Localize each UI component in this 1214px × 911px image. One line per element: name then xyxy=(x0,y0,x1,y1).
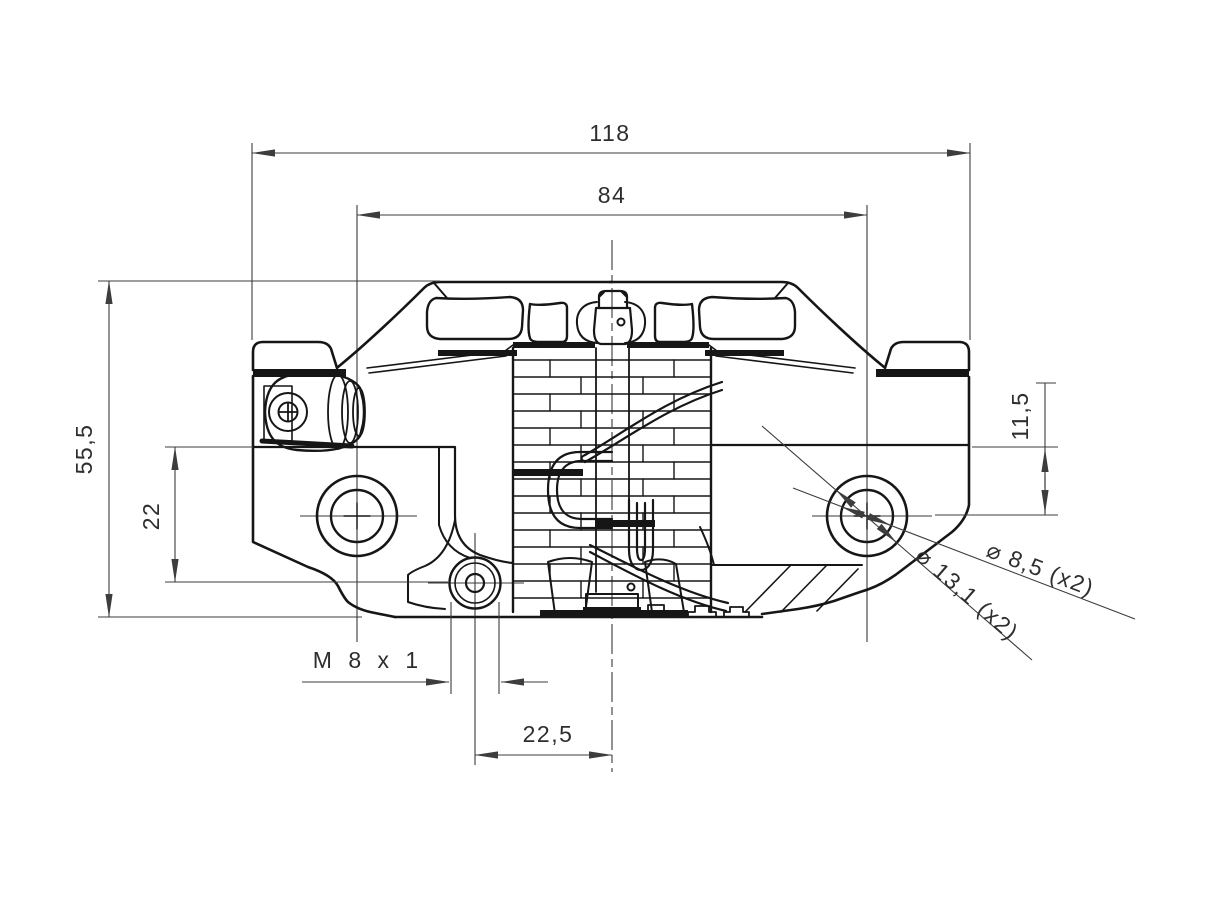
bleed-screw xyxy=(259,371,366,453)
bottom-castellations xyxy=(555,604,750,618)
piston-pillow xyxy=(425,295,525,341)
pin-channel xyxy=(595,347,630,593)
pad-abutment-band xyxy=(513,342,595,348)
pad-channel-walls xyxy=(511,346,713,614)
bleed-hole xyxy=(448,556,502,610)
inner-pad-top xyxy=(527,301,569,344)
dim-m8-thread: M 8 x 1 xyxy=(302,602,548,694)
bolt-flank-tab xyxy=(575,301,598,344)
pad-lower-tab-right xyxy=(644,558,685,613)
pad-spring xyxy=(546,380,730,613)
pad-lower-tab-left xyxy=(547,557,593,615)
dim-118: 118 xyxy=(251,120,971,340)
dim-84: 84 xyxy=(356,182,868,219)
pad-pin-bolt xyxy=(592,289,634,346)
lower-body xyxy=(251,374,971,619)
dim-text-center-offset: 22,5 xyxy=(523,721,574,747)
dim-22-5: 22,5 xyxy=(474,721,613,759)
left-pocket-step xyxy=(407,446,471,610)
dim-text-inner-dia: ⌀ 8,5 (x2) xyxy=(983,536,1098,601)
mount-ear-block xyxy=(251,340,339,372)
caliper-upper-half-mirror xyxy=(608,280,971,379)
dim-text-overall-width: 118 xyxy=(589,120,630,146)
dim-22: 22 xyxy=(138,446,448,583)
dim-11-5: 11,5 xyxy=(935,382,1058,516)
dim-text-hole-spacing: 84 xyxy=(598,182,627,208)
dim-text-overall-height: 55,5 xyxy=(71,424,97,475)
left-lower-outline xyxy=(251,374,397,619)
spring-u-loop-outer xyxy=(546,450,614,530)
dim-text-hole-offset: 11,5 xyxy=(1007,391,1033,440)
retainer-loop-outer xyxy=(627,498,655,572)
top-swoosh xyxy=(336,280,614,369)
dim-text-thread-spec: M 8 x 1 xyxy=(313,647,423,673)
dim-55-5: 55,5 xyxy=(71,280,440,618)
dim-text-bleed-height: 22 xyxy=(138,502,164,531)
retainer-loop-inner xyxy=(635,501,647,562)
pin-end-band xyxy=(583,607,641,615)
top-notch xyxy=(433,282,448,299)
mount-hole-left xyxy=(315,474,399,558)
chamfer-hatch-lines xyxy=(744,565,859,613)
brake-pad-stack xyxy=(511,346,713,617)
spring-u-loop-inner xyxy=(555,459,614,521)
chamfer-ledge xyxy=(699,526,863,566)
right-lower-outline xyxy=(760,375,971,616)
spring-arm-lines xyxy=(366,344,514,374)
caliper-upper-half xyxy=(251,280,614,377)
